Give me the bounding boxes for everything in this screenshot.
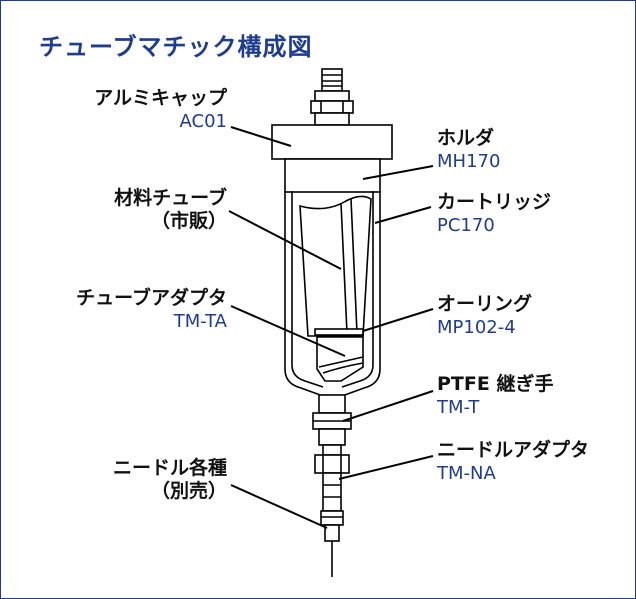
label-aluminum-cap-name: アルミキャップ [94, 87, 227, 109]
label-cartridge-code: PC170 [437, 215, 495, 236]
label-needles-name: ニードル各種 [112, 457, 227, 479]
label-needle-adapter-code: TM-NA [437, 463, 496, 484]
label-material-tube: 材料チューブ （市販） [61, 187, 227, 233]
aluminum-cap [271, 124, 393, 160]
label-material-tube-name: 材料チューブ [114, 187, 227, 209]
label-ptfe-joint: PTFE 継ぎ手 TM-T [437, 373, 553, 419]
label-tube-adapter-name: チューブアダプタ [76, 287, 227, 309]
top-nozzle [310, 68, 354, 126]
label-ptfe-joint-code: TM-T [437, 397, 480, 418]
label-aluminum-cap-code: AC01 [179, 111, 227, 132]
holder [284, 158, 381, 193]
label-o-ring: オーリング MP102-4 [437, 293, 532, 339]
cartridge-body [284, 191, 381, 397]
diagram-title: チューブマチック構成図 [39, 33, 313, 61]
label-o-ring-code: MP102-4 [437, 317, 516, 338]
leader-lines [228, 126, 434, 529]
o-ring [314, 328, 364, 336]
label-tube-adapter-code: TM-TA [173, 311, 227, 332]
label-holder-code: MH170 [437, 151, 501, 172]
label-needle-adapter-name: ニードルアダプタ [437, 439, 590, 461]
label-cartridge: カートリッジ PC170 [437, 191, 551, 237]
tube-adapter [316, 336, 364, 382]
label-o-ring-name: オーリング [437, 293, 533, 315]
label-needles-note: （別売） [150, 480, 227, 502]
needle [320, 510, 344, 577]
ptfe-joint [312, 394, 352, 446]
label-ptfe-joint-name: PTFE 継ぎ手 [437, 373, 554, 395]
needle-adapter [314, 444, 350, 512]
label-cartridge-name: カートリッジ [437, 191, 552, 213]
label-material-tube-note: （市販） [150, 210, 227, 232]
label-needle-adapter: ニードルアダプタ TM-NA [437, 439, 589, 485]
label-tube-adapter: チューブアダプタ TM-TA [41, 287, 227, 333]
label-holder: ホルダ MH170 [437, 127, 500, 173]
label-holder-name: ホルダ [437, 127, 495, 149]
label-aluminum-cap: アルミキャップ AC01 [71, 87, 227, 133]
label-needles: ニードル各種 （別売） [71, 457, 227, 503]
